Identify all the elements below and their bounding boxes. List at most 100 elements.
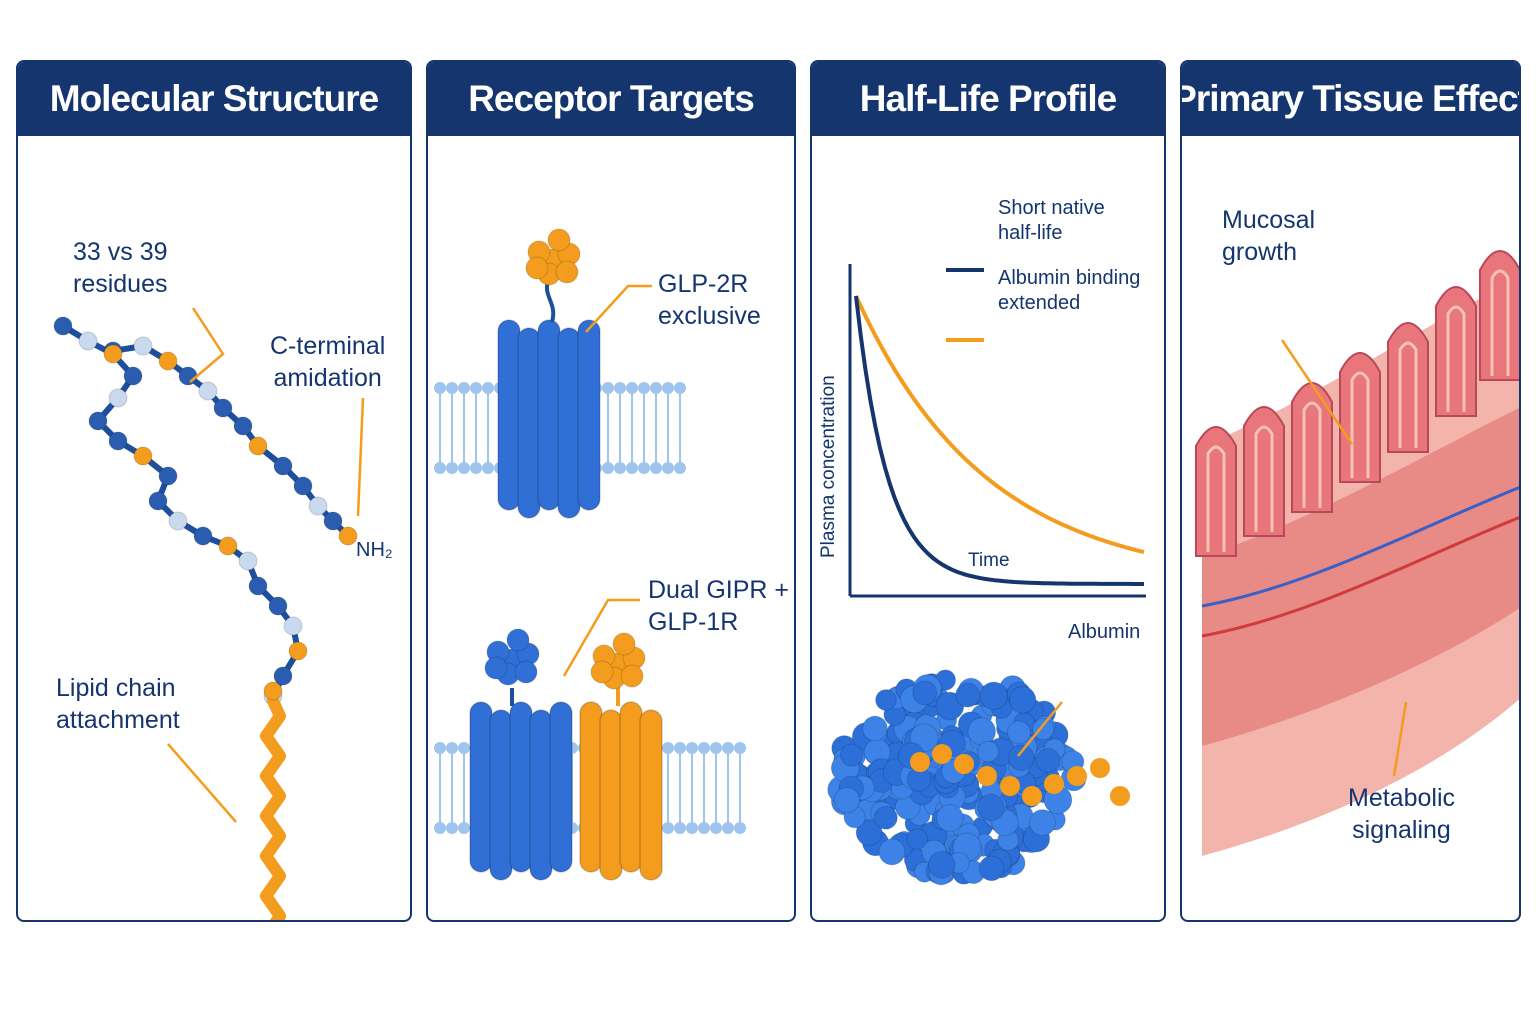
lipid-head bbox=[638, 462, 650, 474]
albumin-bead bbox=[1035, 747, 1061, 773]
leader-line bbox=[167, 743, 237, 823]
atom bbox=[133, 336, 153, 356]
ligand-bead bbox=[506, 628, 530, 652]
atom bbox=[308, 496, 328, 516]
atom bbox=[198, 381, 218, 401]
albumin-bead bbox=[1029, 809, 1056, 837]
half-life-body: Short native half-life Albumin binding e… bbox=[812, 136, 1164, 920]
atom bbox=[133, 446, 153, 466]
lipid-head bbox=[434, 822, 446, 834]
lipid-head bbox=[686, 742, 698, 754]
villus-core bbox=[1398, 341, 1418, 448]
villus-core bbox=[1490, 269, 1510, 376]
atom bbox=[263, 681, 283, 701]
lipid-head bbox=[626, 382, 638, 394]
y-axis-label: Plasma concentration bbox=[818, 375, 839, 558]
transmembrane-helix bbox=[619, 701, 643, 873]
lipid-head bbox=[482, 462, 494, 474]
lipid-head bbox=[674, 742, 686, 754]
albumin-bead bbox=[912, 680, 938, 706]
lipid-head bbox=[674, 822, 686, 834]
lipid-head bbox=[638, 382, 650, 394]
albumin-bead bbox=[873, 805, 898, 830]
atom bbox=[168, 511, 188, 531]
lipid-chain bbox=[260, 695, 286, 920]
ligand-bead bbox=[555, 260, 579, 284]
lipid-head bbox=[470, 462, 482, 474]
dual-receptor-label: Dual GIPR + GLP-1R bbox=[648, 576, 790, 636]
atom bbox=[283, 616, 303, 636]
bound-peptide-bead bbox=[1067, 766, 1087, 786]
bound-peptide-bead bbox=[954, 754, 974, 774]
villus bbox=[1195, 426, 1237, 557]
lipid-head bbox=[602, 462, 614, 474]
lipid-head bbox=[674, 382, 686, 394]
albumin-bead bbox=[878, 838, 906, 866]
tissue-layer-muscle bbox=[1202, 407, 1519, 746]
lipid-head bbox=[482, 382, 494, 394]
tissue-effect-body: Mucosal growth Metabolic signaling bbox=[1182, 136, 1519, 920]
ligand-bead bbox=[590, 660, 614, 684]
lipid-head bbox=[698, 822, 710, 834]
transmembrane-helix bbox=[579, 701, 603, 873]
lipid-head bbox=[698, 742, 710, 754]
transmembrane-helix bbox=[497, 319, 521, 511]
atom bbox=[103, 344, 123, 364]
atom bbox=[233, 416, 253, 436]
lipid-head bbox=[722, 822, 734, 834]
atom bbox=[338, 526, 358, 546]
albumin-bead bbox=[839, 743, 864, 767]
lipid-head bbox=[434, 382, 446, 394]
lipid-head bbox=[722, 742, 734, 754]
panel-molecular-structure: Molecular Structure 33 vs 39 residues C-… bbox=[16, 60, 412, 922]
albumin-bead bbox=[978, 855, 1005, 882]
lipid-head bbox=[674, 462, 686, 474]
atom bbox=[108, 388, 128, 408]
transmembrane-helix bbox=[599, 709, 623, 881]
lipid-head bbox=[446, 822, 458, 834]
albumin-bead bbox=[875, 689, 897, 711]
atom bbox=[148, 491, 168, 511]
atom bbox=[213, 398, 233, 418]
albumin-bead bbox=[1007, 744, 1035, 772]
atom bbox=[248, 576, 268, 596]
mucosal-growth-label: Mucosal growth bbox=[1222, 206, 1316, 266]
atom bbox=[108, 431, 128, 451]
lipid-head bbox=[470, 382, 482, 394]
lipid-head bbox=[650, 382, 662, 394]
nh2-label: NH₂ bbox=[356, 539, 393, 561]
albumin-bead bbox=[955, 682, 981, 708]
lipid-head bbox=[662, 742, 674, 754]
albumin-bead bbox=[1006, 720, 1031, 745]
lipid-head bbox=[458, 462, 470, 474]
villus-core bbox=[1254, 425, 1274, 532]
lipid-head bbox=[458, 742, 470, 754]
ligand-bead bbox=[612, 632, 636, 656]
bound-peptide-bead bbox=[1110, 786, 1130, 806]
lipid-head bbox=[602, 382, 614, 394]
transmembrane-helix bbox=[469, 701, 493, 873]
lipid-head bbox=[734, 822, 746, 834]
villus-core bbox=[1302, 401, 1322, 508]
villus-core bbox=[1350, 371, 1370, 478]
peptide-molecule-illustration bbox=[53, 307, 365, 920]
lipid-head bbox=[446, 742, 458, 754]
villus bbox=[1435, 286, 1477, 417]
leader-line bbox=[585, 284, 652, 333]
atom bbox=[178, 366, 198, 386]
villus bbox=[1243, 406, 1285, 537]
villus bbox=[1291, 382, 1333, 513]
glp2r-label: GLP-2R exclusive bbox=[658, 270, 761, 330]
panel-title: Receptor Targets bbox=[428, 62, 794, 136]
half-life-illustration bbox=[827, 264, 1146, 886]
panel-title: Primary Tissue Effect bbox=[1182, 62, 1519, 136]
receptor-illustration bbox=[434, 228, 746, 881]
leader-line bbox=[356, 397, 365, 517]
albumin-bead bbox=[979, 681, 1008, 710]
ligand-bead bbox=[547, 228, 571, 252]
transmembrane-helix bbox=[557, 327, 581, 519]
panel-title: Molecular Structure bbox=[18, 62, 410, 136]
atom bbox=[273, 456, 293, 476]
albumin-bead bbox=[1032, 718, 1055, 741]
bound-peptide-bead bbox=[1022, 786, 1042, 806]
